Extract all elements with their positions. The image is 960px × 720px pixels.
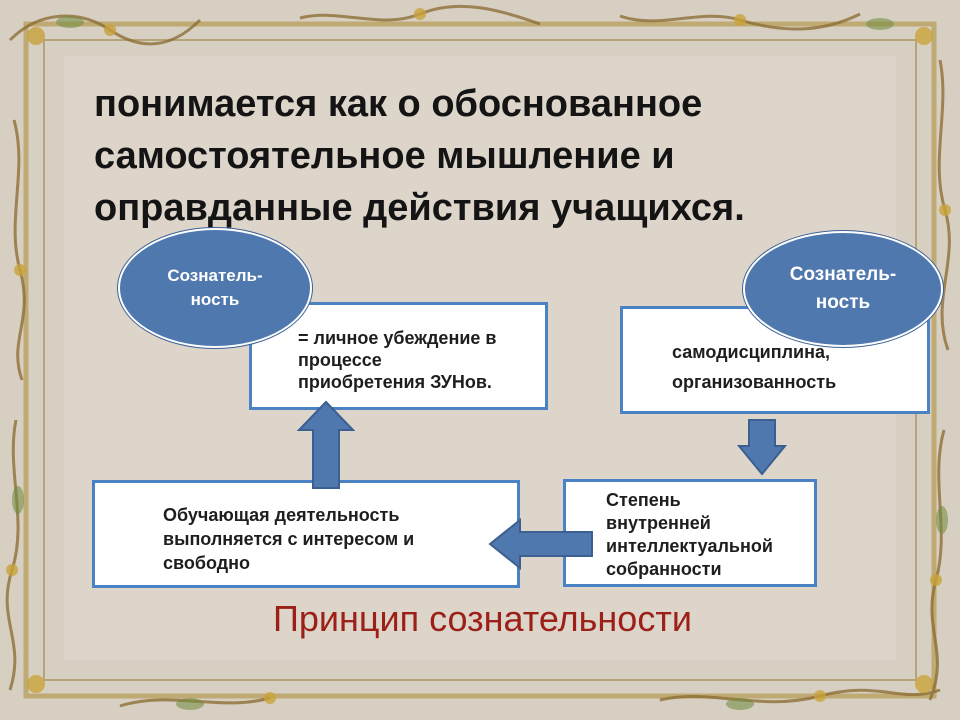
degree-box: Степень внутренней интеллектуальной собр… xyxy=(563,479,817,587)
consciousness-oval-right: Сознатель- ность xyxy=(743,231,943,347)
learning-line: выполняется с интересом и xyxy=(163,529,415,549)
oval-left-line: ность xyxy=(190,290,240,309)
belief-line: приобретения ЗУНов. xyxy=(298,372,492,392)
degree-line: интеллектуальной xyxy=(606,536,773,556)
heading-line: оправданные действия учащихся. xyxy=(94,187,745,229)
heading-line: понимается как о обоснованное xyxy=(94,83,703,125)
oval-left-line: Сознатель- xyxy=(167,266,263,285)
learning-line: свободно xyxy=(163,553,251,573)
down-arrow-icon xyxy=(737,419,787,476)
heading-line: самостоятельное мышление и xyxy=(94,135,675,177)
discipline-line: организованность xyxy=(672,372,837,392)
belief-line: = личное убеждение в xyxy=(298,328,497,348)
degree-line: Степень xyxy=(606,490,681,510)
degree-line: внутренней xyxy=(606,513,711,533)
learning-box: Обучающая деятельность выполняется с инт… xyxy=(92,480,520,588)
belief-line: процессе xyxy=(298,350,382,370)
principle-title: Принцип сознательности xyxy=(273,598,692,639)
discipline-line: самодисциплина, xyxy=(672,342,830,362)
up-arrow-icon xyxy=(296,400,356,489)
learning-line: Обучающая деятельность xyxy=(163,505,400,525)
slide-heading: понимается как о обоснованное самостояте… xyxy=(94,78,854,234)
left-arrow-icon xyxy=(488,518,593,570)
oval-right-line: ность xyxy=(815,292,871,313)
belief-box: = личное убеждение в процессе приобретен… xyxy=(249,302,548,410)
degree-line: собранности xyxy=(606,559,722,579)
oval-right-line: Сознатель- xyxy=(789,264,897,285)
consciousness-oval-left: Сознатель- ность xyxy=(118,228,312,348)
